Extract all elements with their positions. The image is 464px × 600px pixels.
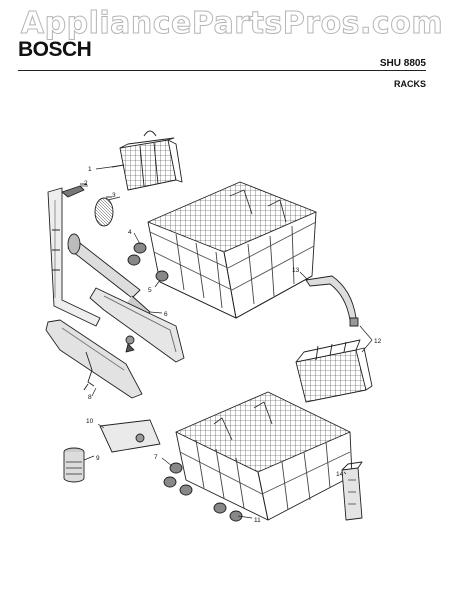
callout-8: 8 bbox=[88, 394, 92, 401]
callout-3: 3 bbox=[112, 192, 116, 199]
part-3-filter-screen bbox=[94, 196, 114, 227]
header-divider bbox=[18, 70, 426, 71]
model-number: SHU 8805 bbox=[379, 58, 426, 69]
upper-rack-rollers bbox=[127, 242, 169, 282]
part-6-upper-spray-arm bbox=[89, 287, 185, 363]
part-9-cylinder-filter bbox=[63, 447, 85, 483]
callout-12: 12 bbox=[374, 338, 382, 345]
lower-rack-rollers bbox=[163, 462, 243, 522]
callout-4: 4 bbox=[128, 229, 132, 236]
part-8-lower-spray-arm bbox=[45, 319, 143, 399]
callout-2: 2 bbox=[84, 180, 88, 187]
callout-6: 6 bbox=[164, 311, 168, 318]
callout-11: 11 bbox=[254, 517, 261, 524]
callout-13: 13 bbox=[292, 267, 300, 274]
water-supply-pipe bbox=[47, 187, 101, 327]
callout-7: 7 bbox=[154, 454, 158, 461]
brand-logo: BOSCH bbox=[18, 38, 92, 61]
part-2-clip bbox=[61, 183, 87, 198]
callout-9: 9 bbox=[96, 455, 100, 462]
watermark: AppliancePartsPros.com bbox=[20, 6, 444, 42]
part-1-cutlery-basket bbox=[111, 130, 183, 191]
leader-lines bbox=[80, 165, 373, 519]
callout-10: 10 bbox=[86, 418, 94, 425]
upper-dish-rack bbox=[147, 181, 317, 319]
part-10-filter-plate bbox=[99, 419, 161, 453]
part-12-silverware-basket bbox=[295, 339, 373, 403]
callout-labels: 1 2 3 4 5 6 7 8 9 10 11 12 13 14 bbox=[84, 166, 382, 524]
callout-1: 1 bbox=[88, 166, 92, 173]
callout-14: 14 bbox=[336, 471, 344, 478]
part-14-cutlery-holder bbox=[341, 461, 363, 521]
section-title: RACKS bbox=[393, 79, 426, 89]
callout-5: 5 bbox=[148, 287, 152, 294]
part-13-rack-bracket bbox=[305, 275, 359, 327]
lower-dish-rack bbox=[175, 391, 353, 521]
